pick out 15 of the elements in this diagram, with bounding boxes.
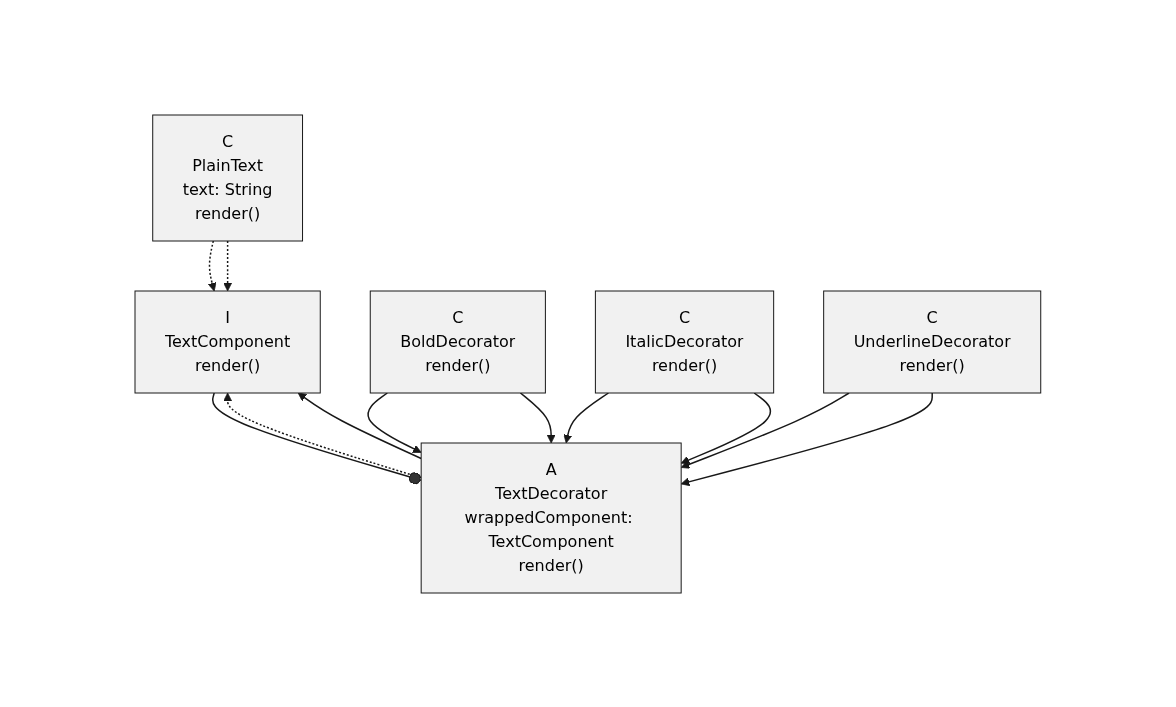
node-box: C ItalicDecorator render() — [595, 290, 775, 393]
arrow — [519, 391, 556, 443]
node-box: A TextDecorator wrappedComponent: TextComponent render() — [420, 442, 682, 593]
arrow — [208, 239, 217, 291]
arrow — [680, 391, 772, 464]
arrow — [367, 391, 422, 453]
arrow — [680, 391, 934, 486]
arrow — [223, 239, 233, 291]
arrow — [680, 391, 850, 469]
arrow — [563, 391, 610, 443]
node-box: C BoldDecorator render() — [369, 290, 546, 393]
node-box: C PlainText text: String render() — [152, 114, 304, 241]
arrow — [297, 392, 423, 459]
node-box: C UnderlineDecorator render() — [823, 290, 1042, 393]
node-box: I TextComponent render() — [134, 290, 321, 393]
